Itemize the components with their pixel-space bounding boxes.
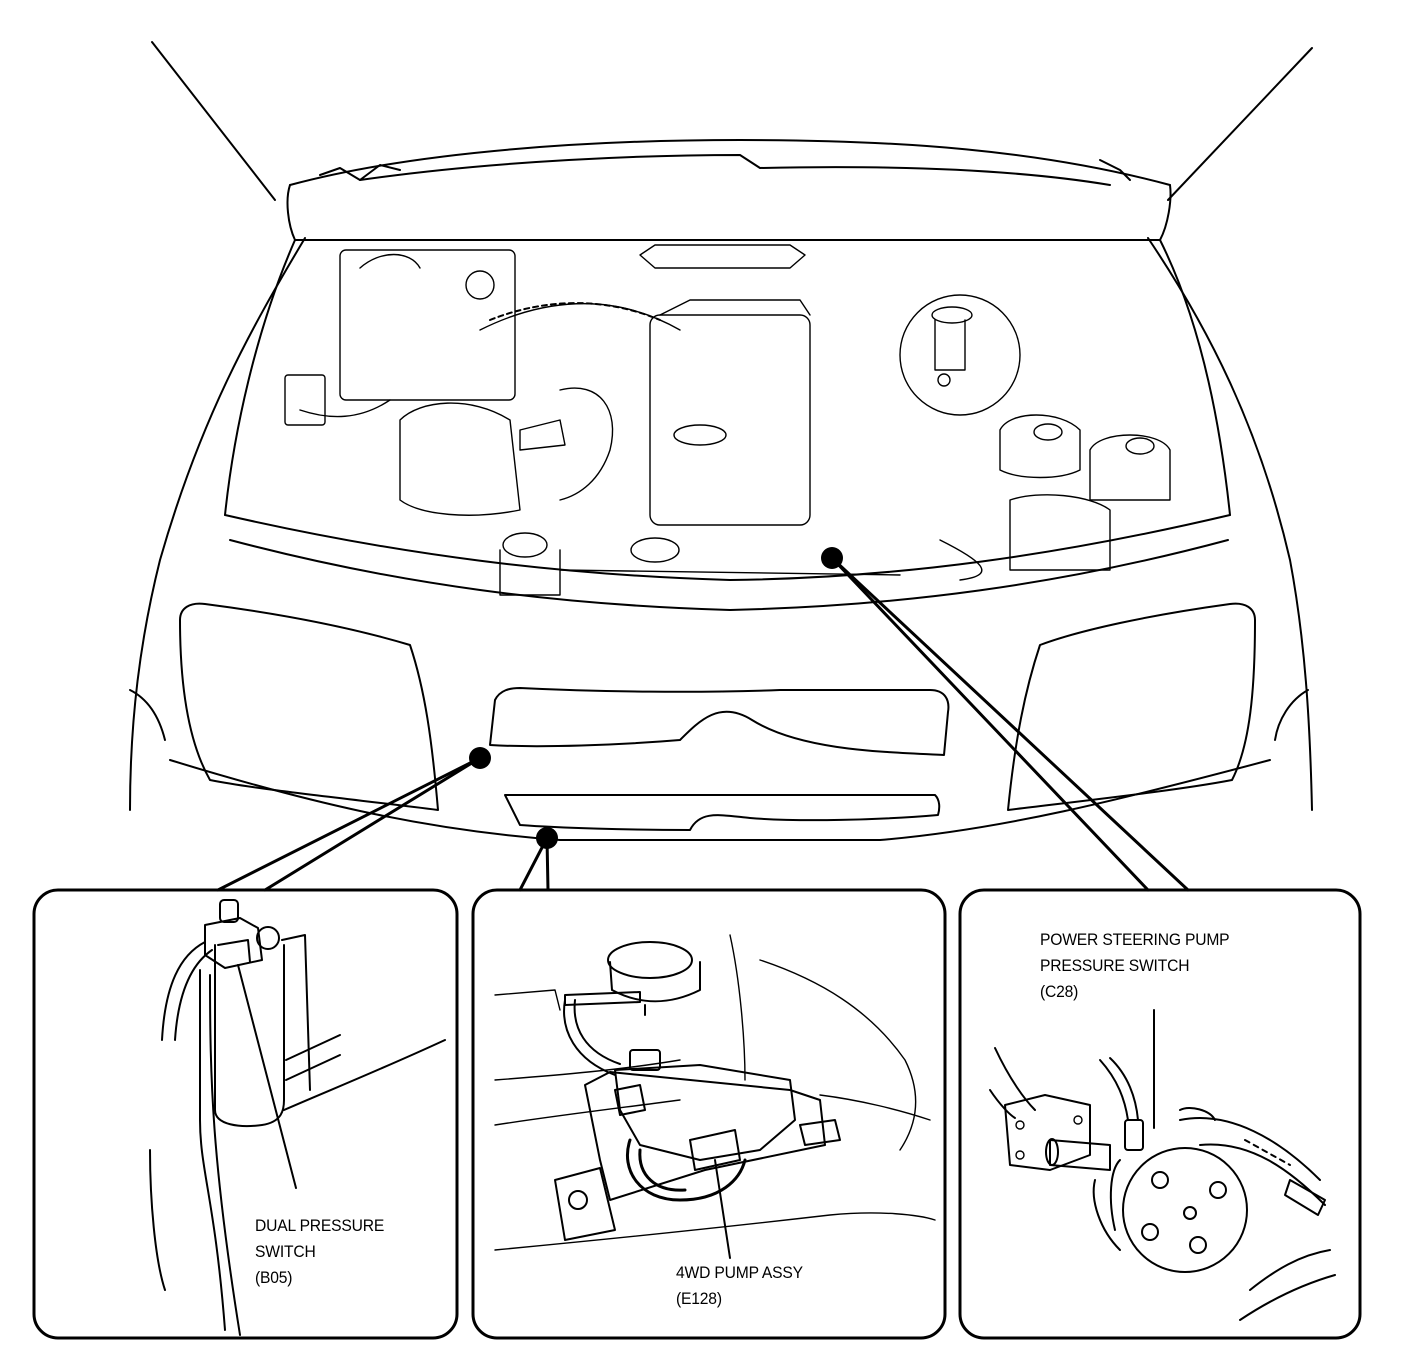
callout-dot-power-steering bbox=[821, 547, 843, 569]
label-line: SWITCH bbox=[255, 1242, 316, 1261]
label-dual-pressure-switch: DUAL PRESSURE SWITCH (B05) bbox=[255, 1213, 384, 1291]
label-code: (B05) bbox=[255, 1268, 293, 1287]
detail-box-power-steering-switch bbox=[958, 888, 1362, 1340]
callout-dot-dual-pressure-switch bbox=[469, 747, 491, 769]
label-line: POWER STEERING PUMP bbox=[1040, 930, 1230, 949]
leader-lines bbox=[216, 556, 1190, 892]
detail-box-dual-pressure-switch bbox=[32, 888, 459, 1340]
label-4wd-pump-assy: 4WD PUMP ASSY (E128) bbox=[676, 1260, 803, 1312]
label-line: DUAL PRESSURE bbox=[255, 1216, 385, 1235]
vehicle-front-view bbox=[129, 41, 1313, 841]
label-power-steering-pump-pressure-switch: POWER STEERING PUMP PRESSURE SWITCH (C28… bbox=[1040, 927, 1230, 1005]
label-code: (E128) bbox=[676, 1289, 722, 1308]
callout-dot-4wd-pump bbox=[536, 827, 558, 849]
label-line: 4WD PUMP ASSY bbox=[676, 1263, 803, 1282]
label-code: (C28) bbox=[1040, 982, 1079, 1001]
label-line: PRESSURE SWITCH bbox=[1040, 956, 1190, 975]
detail-box-4wd-pump bbox=[471, 888, 947, 1340]
